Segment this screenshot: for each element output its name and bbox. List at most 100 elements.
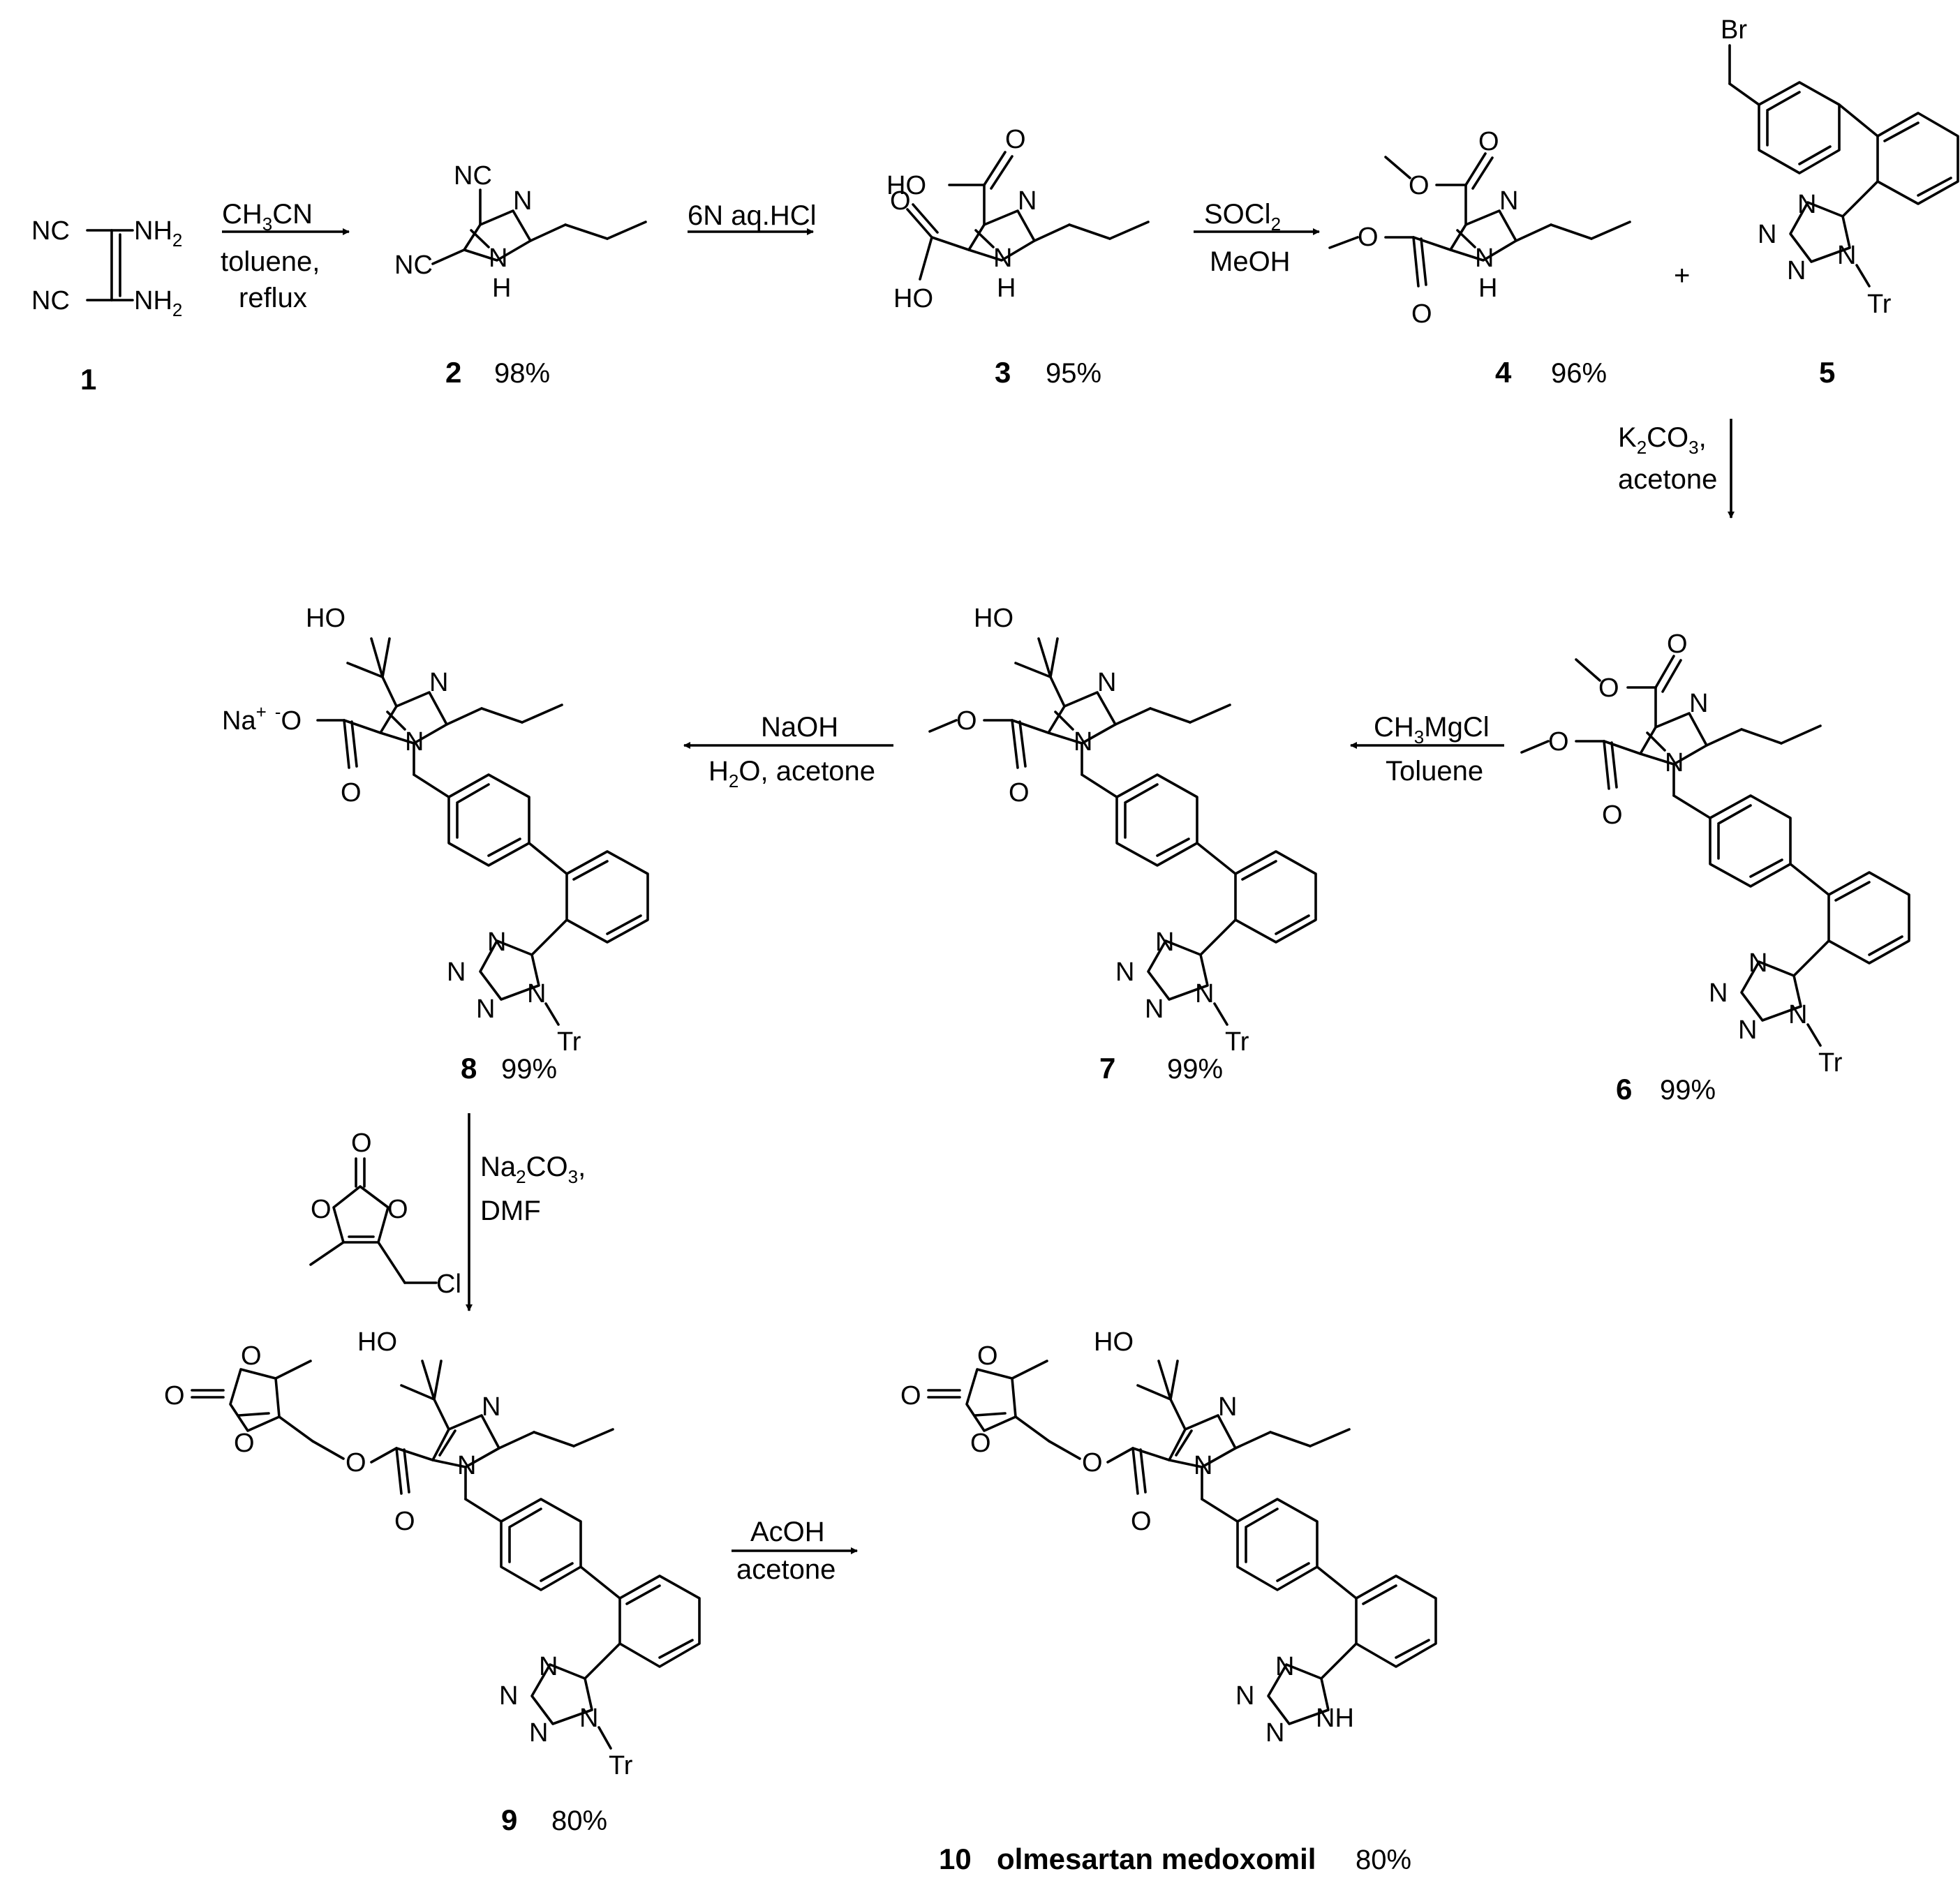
compound-name-10: olmesartan medoxomil [997,1843,1316,1875]
atom-label: O [394,1507,415,1536]
compound-number-6: 6 [1616,1073,1632,1106]
atom-label: N [1097,668,1116,697]
compound-yield-9: 80% [551,1806,607,1836]
compound-9: O O O O O HO N N N N N N Tr [164,1327,701,1780]
atom-label: HO [357,1327,397,1357]
compound-8: HO Na+-O O N N N N N N Tr [222,604,649,1057]
atom-label: NC [31,216,70,246]
atom-label: N [539,1652,558,1681]
condition-step1-line3: reflux [239,283,307,313]
atom-label: H [1478,274,1497,303]
atom-label: Na+-O [222,701,302,736]
atom-label: O [346,1448,366,1478]
compound-number-5: 5 [1819,356,1835,389]
atom-label: HO [1094,1327,1134,1357]
atom-label: N [1475,244,1494,273]
atom-label: O [970,1429,991,1458]
atom-label: NC [454,161,492,191]
atom-label: NC [394,251,433,280]
condition-step7-line2: DMF [480,1196,541,1226]
atom-label: O [1358,223,1379,252]
atom-label: N [1265,1718,1284,1748]
compound-number-3: 3 [995,356,1011,389]
atom-label: N [1195,979,1214,1009]
atom-label: N [1275,1652,1294,1681]
atom-label: N [476,995,495,1024]
condition-step6-line2: H2O, acetone [708,756,875,791]
atom-label: N [527,979,546,1009]
atom-label: O [1602,801,1623,830]
compound-yield-8: 99% [501,1054,557,1085]
compound-6: O O O O N N N N N N Tr [1520,630,1910,1078]
atom-label: O [164,1381,185,1411]
atom-label: O [1411,299,1432,329]
atom-label: N [1145,995,1164,1024]
atom-label: O [234,1429,255,1458]
compound-1: NC NH2 NC NH2 [31,216,182,320]
compound-4: O O O O N N H [1328,127,1631,329]
compound-yield-4: 96% [1551,358,1607,389]
compound-number-8: 8 [461,1052,477,1085]
condition-step5-line2: Toluene [1386,756,1483,787]
atom-label: Cl [436,1270,461,1299]
atom-label: HO [306,604,346,633]
atom-label: O [900,1381,921,1411]
condition-step3-line2: MeOH [1210,246,1291,277]
atom-label: Tr [1225,1027,1249,1057]
atom-label: N [1074,727,1092,757]
compound-yield-10: 80% [1356,1845,1411,1875]
atom-label: Tr [1818,1048,1843,1078]
atom-label: O [1005,125,1026,154]
atom-label: N [487,928,506,957]
atom-label: HO [886,171,926,200]
plus-sign: + [1674,260,1690,291]
compound-number-1: 1 [80,363,96,396]
atom-label: N [529,1718,548,1748]
atom-label: N [1115,958,1134,987]
atom-label: N [405,727,424,757]
compound-10: O O O O O HO N N N N N NH [900,1327,1437,1748]
condition-step8-line2: acetone [736,1554,836,1585]
atom-label: N [1837,241,1856,270]
atom-label: N [447,958,466,987]
compound-yield-7: 99% [1167,1054,1223,1085]
condition-step8-line1: AcOH [750,1517,825,1547]
condition-step5-line1: CH3MgCl [1374,712,1490,747]
compound-number-10: 10 [939,1843,972,1875]
atom-label: O [1548,727,1569,757]
atom-label: N [1738,1015,1757,1045]
atom-label: Br [1721,15,1747,45]
condition-step7-line1: Na2CO3, [480,1152,586,1187]
atom-label: O [311,1195,332,1224]
condition-step1-line2: toluene, [221,246,320,277]
condition-step4-line1: K2CO3, [1618,422,1707,458]
atom-label: NC [31,286,70,315]
compound-number-2: 2 [445,356,461,389]
atom-label: NH [1316,1704,1354,1733]
atom-label: N [1218,1392,1237,1422]
atom-label: O [1082,1448,1103,1478]
atom-label: H [492,274,511,303]
atom-label: Tr [609,1751,633,1780]
atom-label: HO [893,284,933,313]
condition-step6-line1: NaOH [761,712,838,743]
atom-label: O [1409,171,1430,200]
condition-step2-line1: 6N aq.HCl [688,200,817,231]
atom-label: O [351,1129,372,1158]
atom-label: HO [974,604,1014,633]
compound-3: O HO O HO N N H [886,125,1150,313]
atom-label: N [1797,190,1816,219]
atom-label: N [499,1681,518,1711]
atom-label: O [1131,1507,1152,1536]
atom-label: NH2 [134,216,182,251]
atom-label: N [1235,1681,1254,1711]
atom-label: O [1598,673,1619,703]
atom-label: N [1155,928,1174,957]
atom-label: N [489,244,507,273]
atom-label: O [387,1195,408,1224]
atom-label: O [341,778,362,807]
atom-label: N [1749,948,1767,978]
atom-label: NH2 [134,286,182,320]
